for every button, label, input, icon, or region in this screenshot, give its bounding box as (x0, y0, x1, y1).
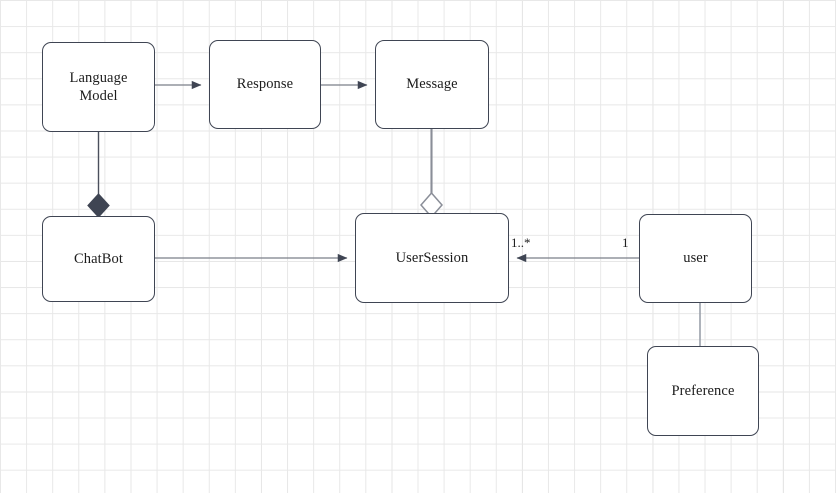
node-user-label: user (683, 250, 708, 267)
node-usersession[interactable]: UserSession (355, 213, 509, 303)
node-response[interactable]: Response (209, 40, 321, 129)
node-user[interactable]: user (639, 214, 752, 303)
node-preference[interactable]: Preference (647, 346, 759, 436)
node-language-model-label: Language Model (69, 69, 128, 104)
edge-language-model-to-chatbot (87, 132, 110, 218)
node-chatbot-label: ChatBot (73, 250, 124, 267)
node-message-label: Message (406, 76, 458, 93)
multiplicity-label-one: 1 (622, 235, 629, 250)
node-preference-label: Preference (671, 382, 735, 399)
node-chatbot[interactable]: ChatBot (42, 216, 155, 302)
node-usersession-label: UserSession (395, 249, 469, 266)
node-message[interactable]: Message (375, 40, 489, 129)
multiplicity-label-many: 1..* (511, 235, 531, 250)
filled-diamond-icon (87, 193, 110, 218)
node-response-label: Response (236, 76, 294, 93)
node-language-model[interactable]: Language Model (42, 42, 155, 132)
edge-message-to-usersession (420, 129, 443, 219)
